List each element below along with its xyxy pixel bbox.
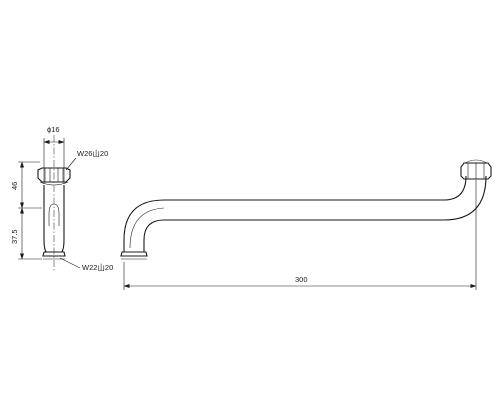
pipe-inner-edge	[143, 175, 487, 252]
top-nut	[37, 167, 71, 186]
length-label: 300	[295, 275, 308, 284]
side-view: ϕ16 W26山20 W22山20 46 37.5	[10, 125, 113, 272]
diameter-label: ϕ16	[47, 125, 60, 134]
front-view: 300	[120, 159, 492, 290]
thread-top-leader	[65, 157, 77, 171]
thread-bottom-label: W22山20	[82, 262, 113, 272]
pipe-outer-edge	[123, 175, 467, 252]
side-pipe-body	[43, 185, 65, 253]
length-dimension	[123, 180, 477, 290]
height-lower-label: 37.5	[10, 229, 19, 244]
height-upper-label: 46	[10, 182, 19, 190]
thread-bottom-leader	[59, 257, 81, 269]
right-nut	[460, 159, 492, 180]
thread-top-label: W26山20	[77, 148, 108, 158]
pipe-bend-line	[129, 207, 165, 249]
height-dimensions	[18, 161, 42, 260]
outlet-tip	[120, 251, 148, 260]
diameter-dimension	[43, 138, 65, 184]
